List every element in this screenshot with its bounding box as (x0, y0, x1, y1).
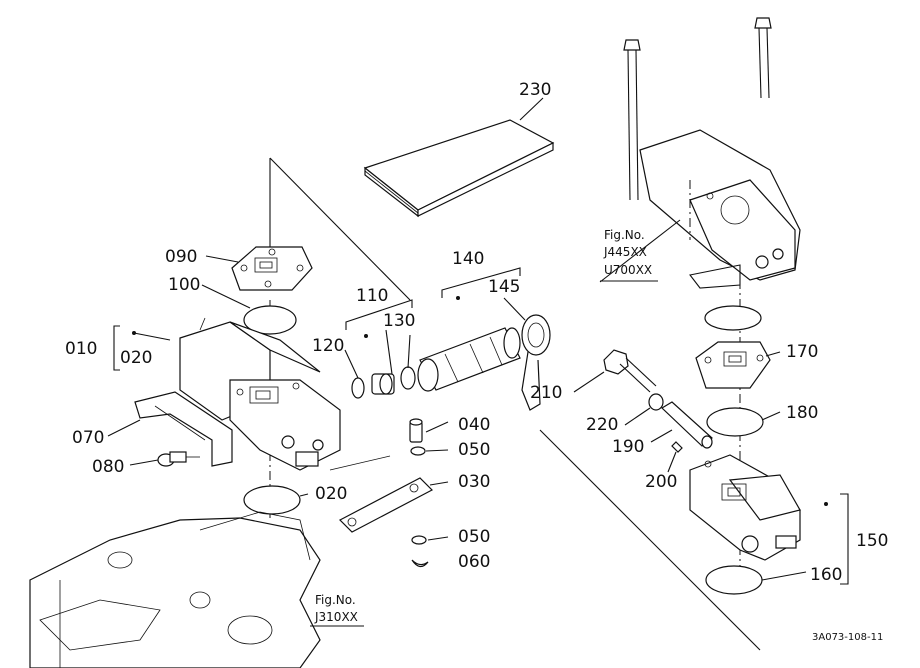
o-ring-100 (243, 305, 297, 335)
label-020-top: 020 (120, 348, 152, 368)
fig-ref-top-line2: U700XX (604, 263, 652, 277)
manual-booklet (363, 97, 555, 218)
label-030: 030 (458, 472, 490, 492)
label-130: 130 (383, 311, 415, 331)
cotter-pin-060 (411, 559, 429, 568)
o-ring-020 (243, 485, 301, 515)
label-100: 100 (168, 275, 200, 295)
fig-ref-bottom-title: Fig.No. (315, 593, 356, 607)
label-220: 220 (586, 415, 618, 435)
fig-ref-bottom: Fig.No. J310XX (310, 593, 364, 627)
bolt-080 (157, 451, 200, 467)
label-140: 140 (452, 249, 484, 269)
dust-cap-145 (521, 314, 551, 411)
label-060: 060 (458, 552, 490, 572)
o-ring-upper-right (704, 305, 762, 331)
pin-200 (671, 441, 683, 453)
label-120: 120 (312, 336, 344, 356)
label-200: 200 (645, 472, 677, 492)
leader-lines (107, 219, 849, 585)
spacer-220 (648, 393, 664, 411)
leader-dot (456, 296, 460, 300)
label-090: 090 (165, 247, 197, 267)
valve-body-010 (179, 317, 341, 471)
label-180: 180 (786, 403, 818, 423)
label-160: 160 (810, 565, 842, 585)
bracket-070 (134, 391, 233, 467)
valve-body-150 (689, 454, 801, 561)
axis-line-top (269, 157, 411, 301)
label-230: 230 (519, 80, 551, 100)
cover-plate-090 (231, 246, 313, 291)
washer-050-lower (411, 535, 427, 545)
label-110: 110 (356, 286, 388, 306)
label-050-lower: 050 (458, 527, 490, 547)
quick-coupler-140 (417, 327, 521, 392)
label-020-lower: 020 (315, 484, 347, 504)
leader-dot (824, 502, 828, 506)
leader-dot (132, 331, 136, 335)
plug-130 (371, 366, 416, 395)
label-080: 080 (92, 457, 124, 477)
label-010: 010 (65, 339, 97, 359)
drawing-code: 3A073-108-11 (812, 632, 883, 643)
fig-ref-top: Fig.No. J445XX U700XX (600, 228, 658, 282)
pin-040 (409, 418, 423, 443)
cover-plate-170 (695, 341, 771, 389)
link-lever-030 (329, 455, 434, 533)
label-145: 145 (488, 277, 520, 297)
seal-ring-120 (351, 377, 365, 399)
label-150: 150 (856, 531, 888, 551)
washer-050-upper (410, 446, 426, 456)
label-170: 170 (786, 342, 818, 362)
o-ring-160 (705, 565, 763, 595)
fig-ref-bottom-line1: J310XX (314, 610, 358, 624)
pipe-190 (661, 401, 713, 449)
fig-ref-top-line1: J445XX (603, 245, 647, 259)
axis-line-bottom (539, 429, 761, 651)
transmission-housing (29, 511, 321, 668)
label-050-upper: 050 (458, 440, 490, 460)
label-040: 040 (458, 415, 490, 435)
valve-stack-right (623, 17, 801, 289)
fig-ref-top-title: Fig.No. (604, 228, 645, 242)
o-ring-180 (706, 407, 764, 437)
label-190: 190 (612, 437, 644, 457)
leader-dot (364, 334, 368, 338)
label-070: 070 (72, 428, 104, 448)
label-210: 210 (530, 383, 562, 403)
knob-bolt-210 (603, 349, 657, 393)
